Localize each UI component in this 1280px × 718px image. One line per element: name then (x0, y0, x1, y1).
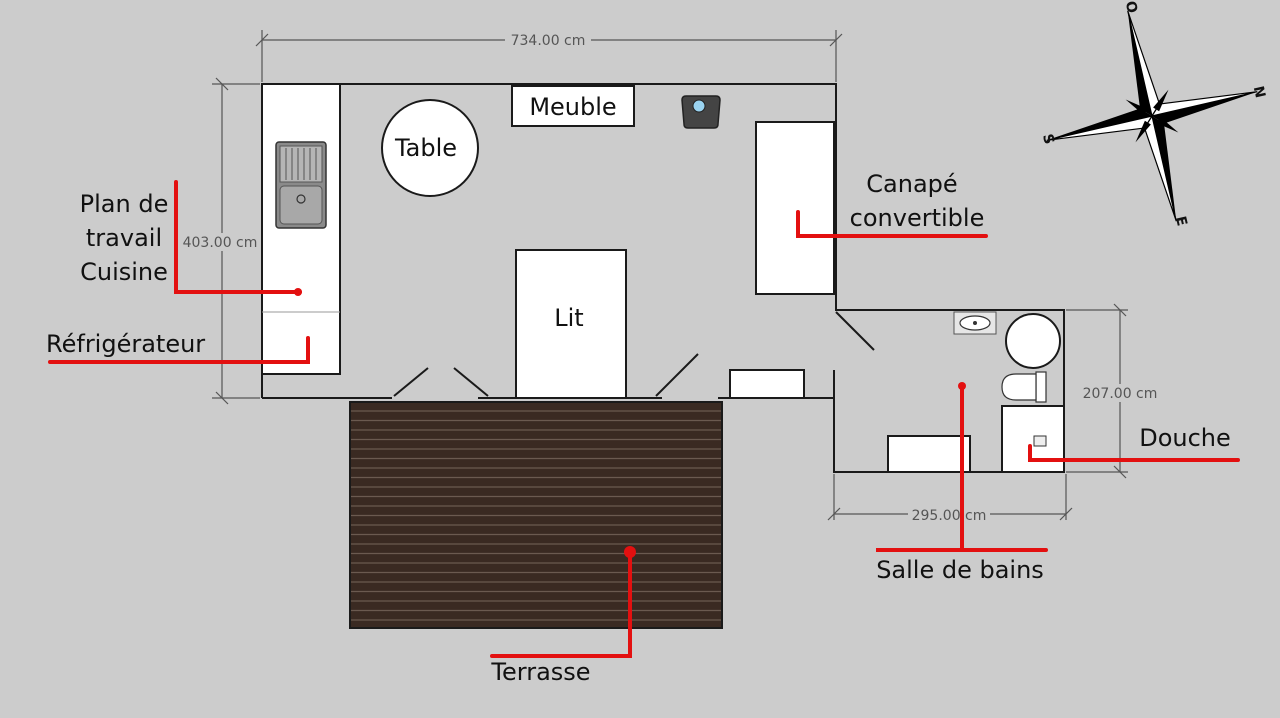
bed (515, 249, 627, 399)
bathroom-bench (887, 435, 971, 473)
label-table: Table (394, 134, 457, 162)
dimension-label-bathroom-height: 207.00 cm (1083, 386, 1158, 402)
shower-icon (1001, 405, 1065, 473)
dimension-height-total: 403.00 cm (180, 77, 260, 405)
annotation-refrigerateur (48, 336, 310, 364)
label-lit: Lit (554, 304, 583, 332)
terrace-deck (349, 401, 723, 629)
compass-west-label: O (1122, 0, 1140, 15)
dimension-bathroom-height: 207.00 cm (1066, 303, 1160, 479)
kitchen-counter (261, 83, 341, 375)
sink-icon (275, 141, 327, 229)
deck-planks (351, 410, 721, 621)
compass-east-label: E (1172, 215, 1190, 228)
label-meuble: Meuble (529, 93, 616, 121)
compass-north-label: N (1250, 85, 1268, 100)
washbasin-icon (953, 311, 997, 335)
compass-rose-icon: O N S E (1039, 0, 1268, 228)
label-salle-de-bains: Salle de bains (876, 556, 1044, 584)
label-plan-line1: Plan de (80, 190, 169, 218)
annotation-douche (1028, 444, 1240, 462)
annotation-terrasse (490, 550, 632, 658)
label-refrigerateur: Réfrigérateur (46, 330, 205, 358)
label-plan-line3: Cuisine (80, 258, 168, 286)
toilet-icon (1001, 371, 1047, 403)
label-douche: Douche (1139, 424, 1231, 452)
label-canape-line2: convertible (850, 204, 985, 232)
dimension-bathroom-width: 295.00 cm (827, 474, 1073, 524)
round-table (381, 99, 479, 197)
annotation-canape (796, 210, 988, 238)
label-plan-line2: travail (86, 224, 162, 252)
meuble-furniture (511, 85, 635, 127)
bench (729, 369, 805, 399)
label-canape-line1: Canapé (866, 170, 957, 198)
sofa-bed (755, 121, 835, 295)
dimension-label-height: 403.00 cm (183, 235, 258, 251)
dimension-label-width: 734.00 cm (511, 33, 586, 49)
label-terrasse: Terrasse (490, 658, 590, 686)
compass-south-label: S (1039, 132, 1057, 145)
annotation-lines (48, 180, 1240, 658)
dimension-width-total: 734.00 cm (255, 30, 843, 82)
annotation-salle-de-bains (876, 384, 1048, 552)
round-bathtub (1005, 313, 1061, 369)
annotation-plan-travail (174, 180, 302, 294)
stove-icon (681, 95, 721, 129)
dimension-label-bathroom-width: 295.00 cm (912, 508, 987, 524)
